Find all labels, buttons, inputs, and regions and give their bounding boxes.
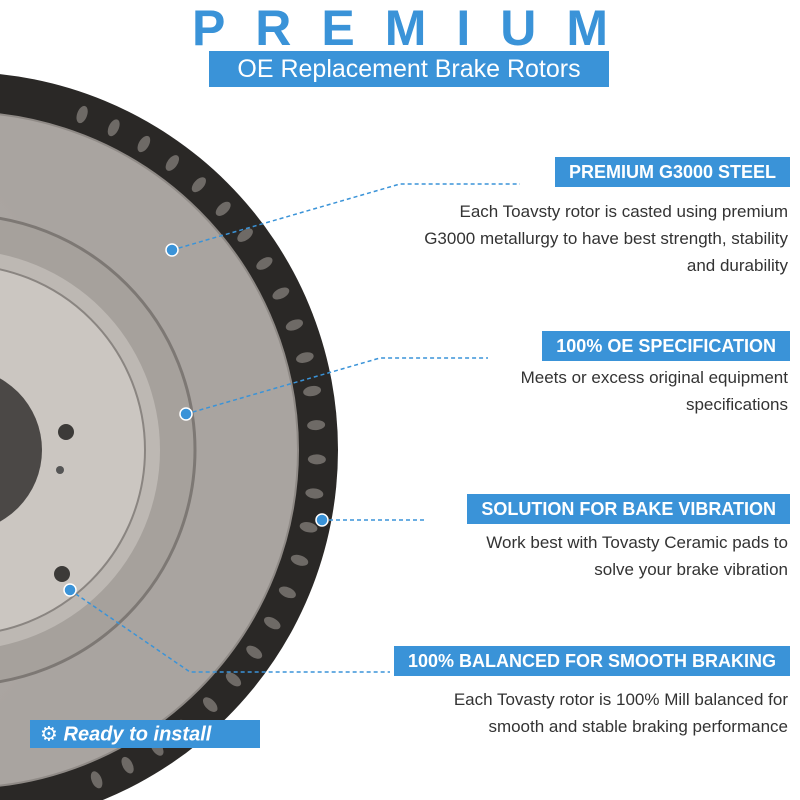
feature-title-balanced: 100% BALANCED FOR SMOOTH BRAKING xyxy=(393,646,790,676)
vent-slot xyxy=(76,105,88,124)
vent-slot xyxy=(278,586,296,599)
vent-slot xyxy=(225,672,242,687)
feature-title-vibration: SOLUTION FOR BAKE VIBRATION xyxy=(467,494,790,524)
badge-label: Ready to install xyxy=(63,723,212,746)
vent-slot xyxy=(307,420,326,431)
vent-slot xyxy=(90,771,103,789)
feature-title-steel: PREMIUM G3000 STEEL xyxy=(554,157,790,187)
vent-slot xyxy=(121,756,134,774)
feature-desc-steel: Each Toavsty rotor is casted using premi… xyxy=(424,202,788,275)
callout-dot xyxy=(315,513,329,527)
vent-slot xyxy=(303,385,322,397)
feature-title-oe-spec: 100% OE SPECIFICATION xyxy=(542,331,790,361)
vent-slot xyxy=(299,522,318,533)
page-title: PREMIUM xyxy=(191,0,639,56)
vent-slot xyxy=(307,454,326,465)
gear-wrench-icon: ⚙ xyxy=(40,723,58,746)
vent-slot xyxy=(202,697,218,712)
vent-slot xyxy=(290,554,309,566)
callout-dot xyxy=(179,407,193,421)
vent-slot xyxy=(285,319,304,331)
vent-slot xyxy=(137,135,151,153)
vent-slot xyxy=(246,645,263,659)
callout-dot xyxy=(63,583,77,597)
callout-dot xyxy=(165,243,179,257)
vent-slot xyxy=(191,177,206,193)
feature-desc-oe-spec: Meets or excess original equipment speci… xyxy=(520,368,788,414)
vent-slot xyxy=(305,488,324,499)
feature-desc-vibration: Work best with Tovasty Ceramic pads to s… xyxy=(486,533,788,579)
vent-slot xyxy=(237,228,253,242)
vent-slot xyxy=(107,119,120,137)
vent-slot xyxy=(165,155,180,171)
vent-slot xyxy=(272,287,290,300)
vent-slot xyxy=(215,201,231,216)
vent-slot xyxy=(264,616,281,630)
subtitle-banner: OE Replacement Brake Rotors xyxy=(209,51,609,87)
vent-slot xyxy=(256,257,273,270)
vent-slot xyxy=(296,352,314,363)
ready-to-install-badge: ⚙ Ready to install xyxy=(30,720,260,748)
feature-desc-balanced: Each Tovasty rotor is 100% Mill balanced… xyxy=(453,690,788,736)
